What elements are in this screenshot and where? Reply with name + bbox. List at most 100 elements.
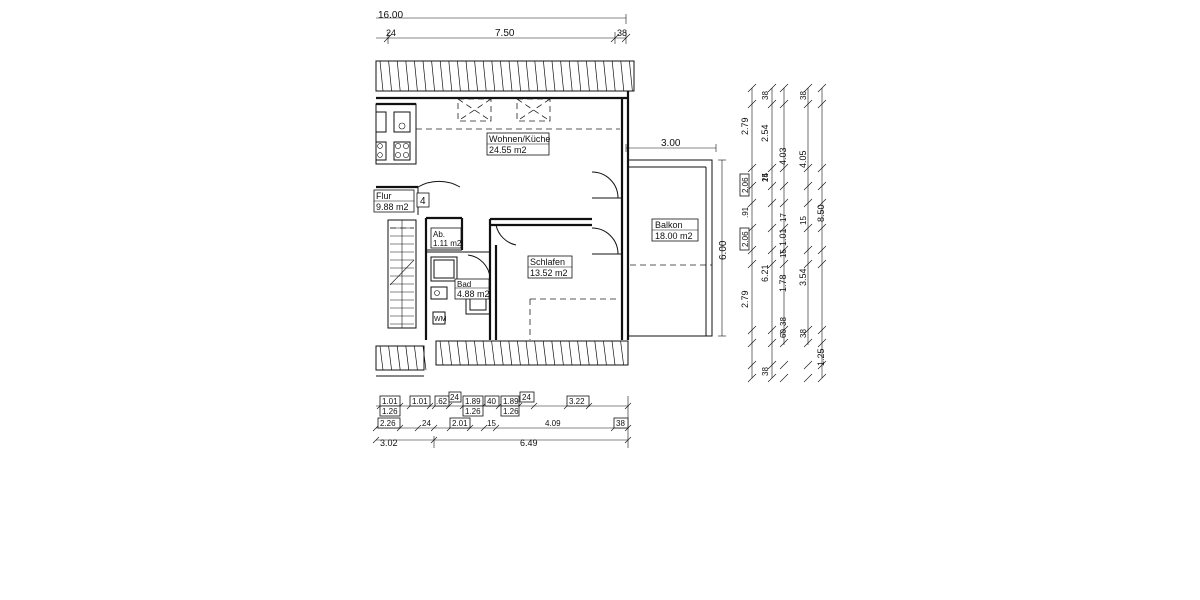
roof-hatch-line [388,60,392,92]
dim-b2-b: 1.26 [465,407,481,416]
dimension-tick [817,223,827,233]
room-ab-name: Ab. [433,230,445,239]
roof-hatch-line [379,60,384,92]
roof-hatch-line [465,340,470,366]
dimension-tick [803,223,813,233]
dimension-tick [803,163,813,173]
dim-b1-d: 24 [450,393,459,402]
dim-b1-h: 24 [522,393,531,402]
dimension-tick [747,198,757,208]
room-schlafen-area: 13.52 m2 [530,268,568,278]
dimension-tick [767,163,777,173]
dimension-tick [747,99,757,109]
dim-b1-a: 1.01 [382,397,398,406]
dim-r5-a: 8.50 [816,204,826,222]
room-bad-name: Bad [457,280,471,289]
dimension-tick [624,436,632,444]
dim-r4-a: 4.05 [798,150,808,168]
dimension-tick [817,360,827,370]
roof-hatch-line [508,60,513,92]
dim-r2-h: 60 [779,329,788,338]
dimension-tick [803,83,813,93]
dimension-tick [767,99,777,109]
dim-b3-d: 15 [487,419,496,428]
roof-hatch-line [586,60,590,92]
roof-hatch-line [396,60,401,92]
dimension-tick [803,325,813,335]
room-flur-name: Flur [376,191,392,201]
kitchen-fixtures [375,103,417,165]
room-wohnen-name: Wohnen/Küche [489,134,550,144]
roof-hatch-line [525,340,530,366]
roof-hatch-line [482,60,487,92]
roof-hatch-line [594,60,599,92]
dimension-tick [817,83,827,93]
dimension-tick [767,83,777,93]
dimension-tick [779,83,789,93]
dimension-tick [767,198,777,208]
roof-hatch-line [568,340,573,366]
dim-r1-box-b: 2.06 [741,231,750,247]
dimension-tick [803,245,813,255]
roof-hatch-line [379,345,384,371]
dashed-lines [416,98,712,340]
dimension-tick [530,402,538,410]
dim-b2-a: 1.26 [382,407,398,416]
dim-r5-b: 1.25 [816,348,826,366]
top-dimensions: 16.00 24 7.50 38 [376,10,631,44]
roof-hatch-line [534,340,538,366]
roof-hatch-line [499,340,504,366]
dim-r4-d: 15 [761,173,770,182]
dim-b3-a: 2.26 [380,419,396,428]
roof-hatch-line [414,60,418,92]
roof-hatch-line [457,60,461,92]
roof-hatch-line [422,345,427,371]
roof-hatch-line [405,345,410,371]
roof-hatch-line [491,60,496,92]
dimension-tick [817,163,827,173]
room-ab-area: 1.11 m2 [433,239,462,248]
roof-hatch-line [620,60,625,92]
roof-hatch-line [439,340,444,366]
dim-b3-f: 38 [616,419,625,428]
dim-b1-i: 3.22 [569,397,585,406]
roof-hatch-line [482,340,487,366]
dim-b2-c: 1.26 [503,407,519,416]
dimension-tick [803,181,813,191]
dimension-tick [817,325,827,335]
dim-r2-e: 15 [779,249,788,258]
roof-hatch-line [474,340,478,366]
roof-hatch-top [375,60,635,99]
dimension-tick [747,163,757,173]
dimension-tick [372,436,380,444]
right-dimensions: 2.79 2.06 2.06 2.79 38 2.54 24 .91 1.01 … [739,83,827,383]
dim-b1-f: 40 [487,397,496,406]
roof-hatch-line [517,60,521,92]
roof-hatch-line [577,60,582,92]
dimension-tick [779,181,789,191]
dimension-tick [767,325,777,335]
room-bad-area: 4.88 m2 [457,289,490,299]
room-wohnen-area: 24.55 m2 [489,145,527,155]
roof-hatch-line [388,345,392,371]
dimension-tick [817,373,827,383]
dim-b4-a: 3.02 [380,438,398,448]
room-balkon-area: 18.00 m2 [655,231,693,241]
balcony: 3.00 6.00 [625,138,729,337]
dimension-tick [747,259,757,269]
dimension-tick [817,198,827,208]
dim-top-right: 38 [617,28,627,38]
dimension-tick [779,360,789,370]
roof-hatch-line [585,340,590,366]
room-flur-area: 9.88 m2 [376,202,409,212]
dimension-tick [779,99,789,109]
dim-r1-c: 38 [761,367,770,376]
room-balkon-name: Balkon [655,220,683,230]
dim-r3-a: 4.03 [778,147,788,165]
roof-hatch-line [594,340,599,366]
dimension-tick [779,163,789,173]
dimension-tick [767,360,777,370]
roof-hatch-line [491,340,495,366]
dim-r1-box-a: 2.06 [741,177,750,193]
